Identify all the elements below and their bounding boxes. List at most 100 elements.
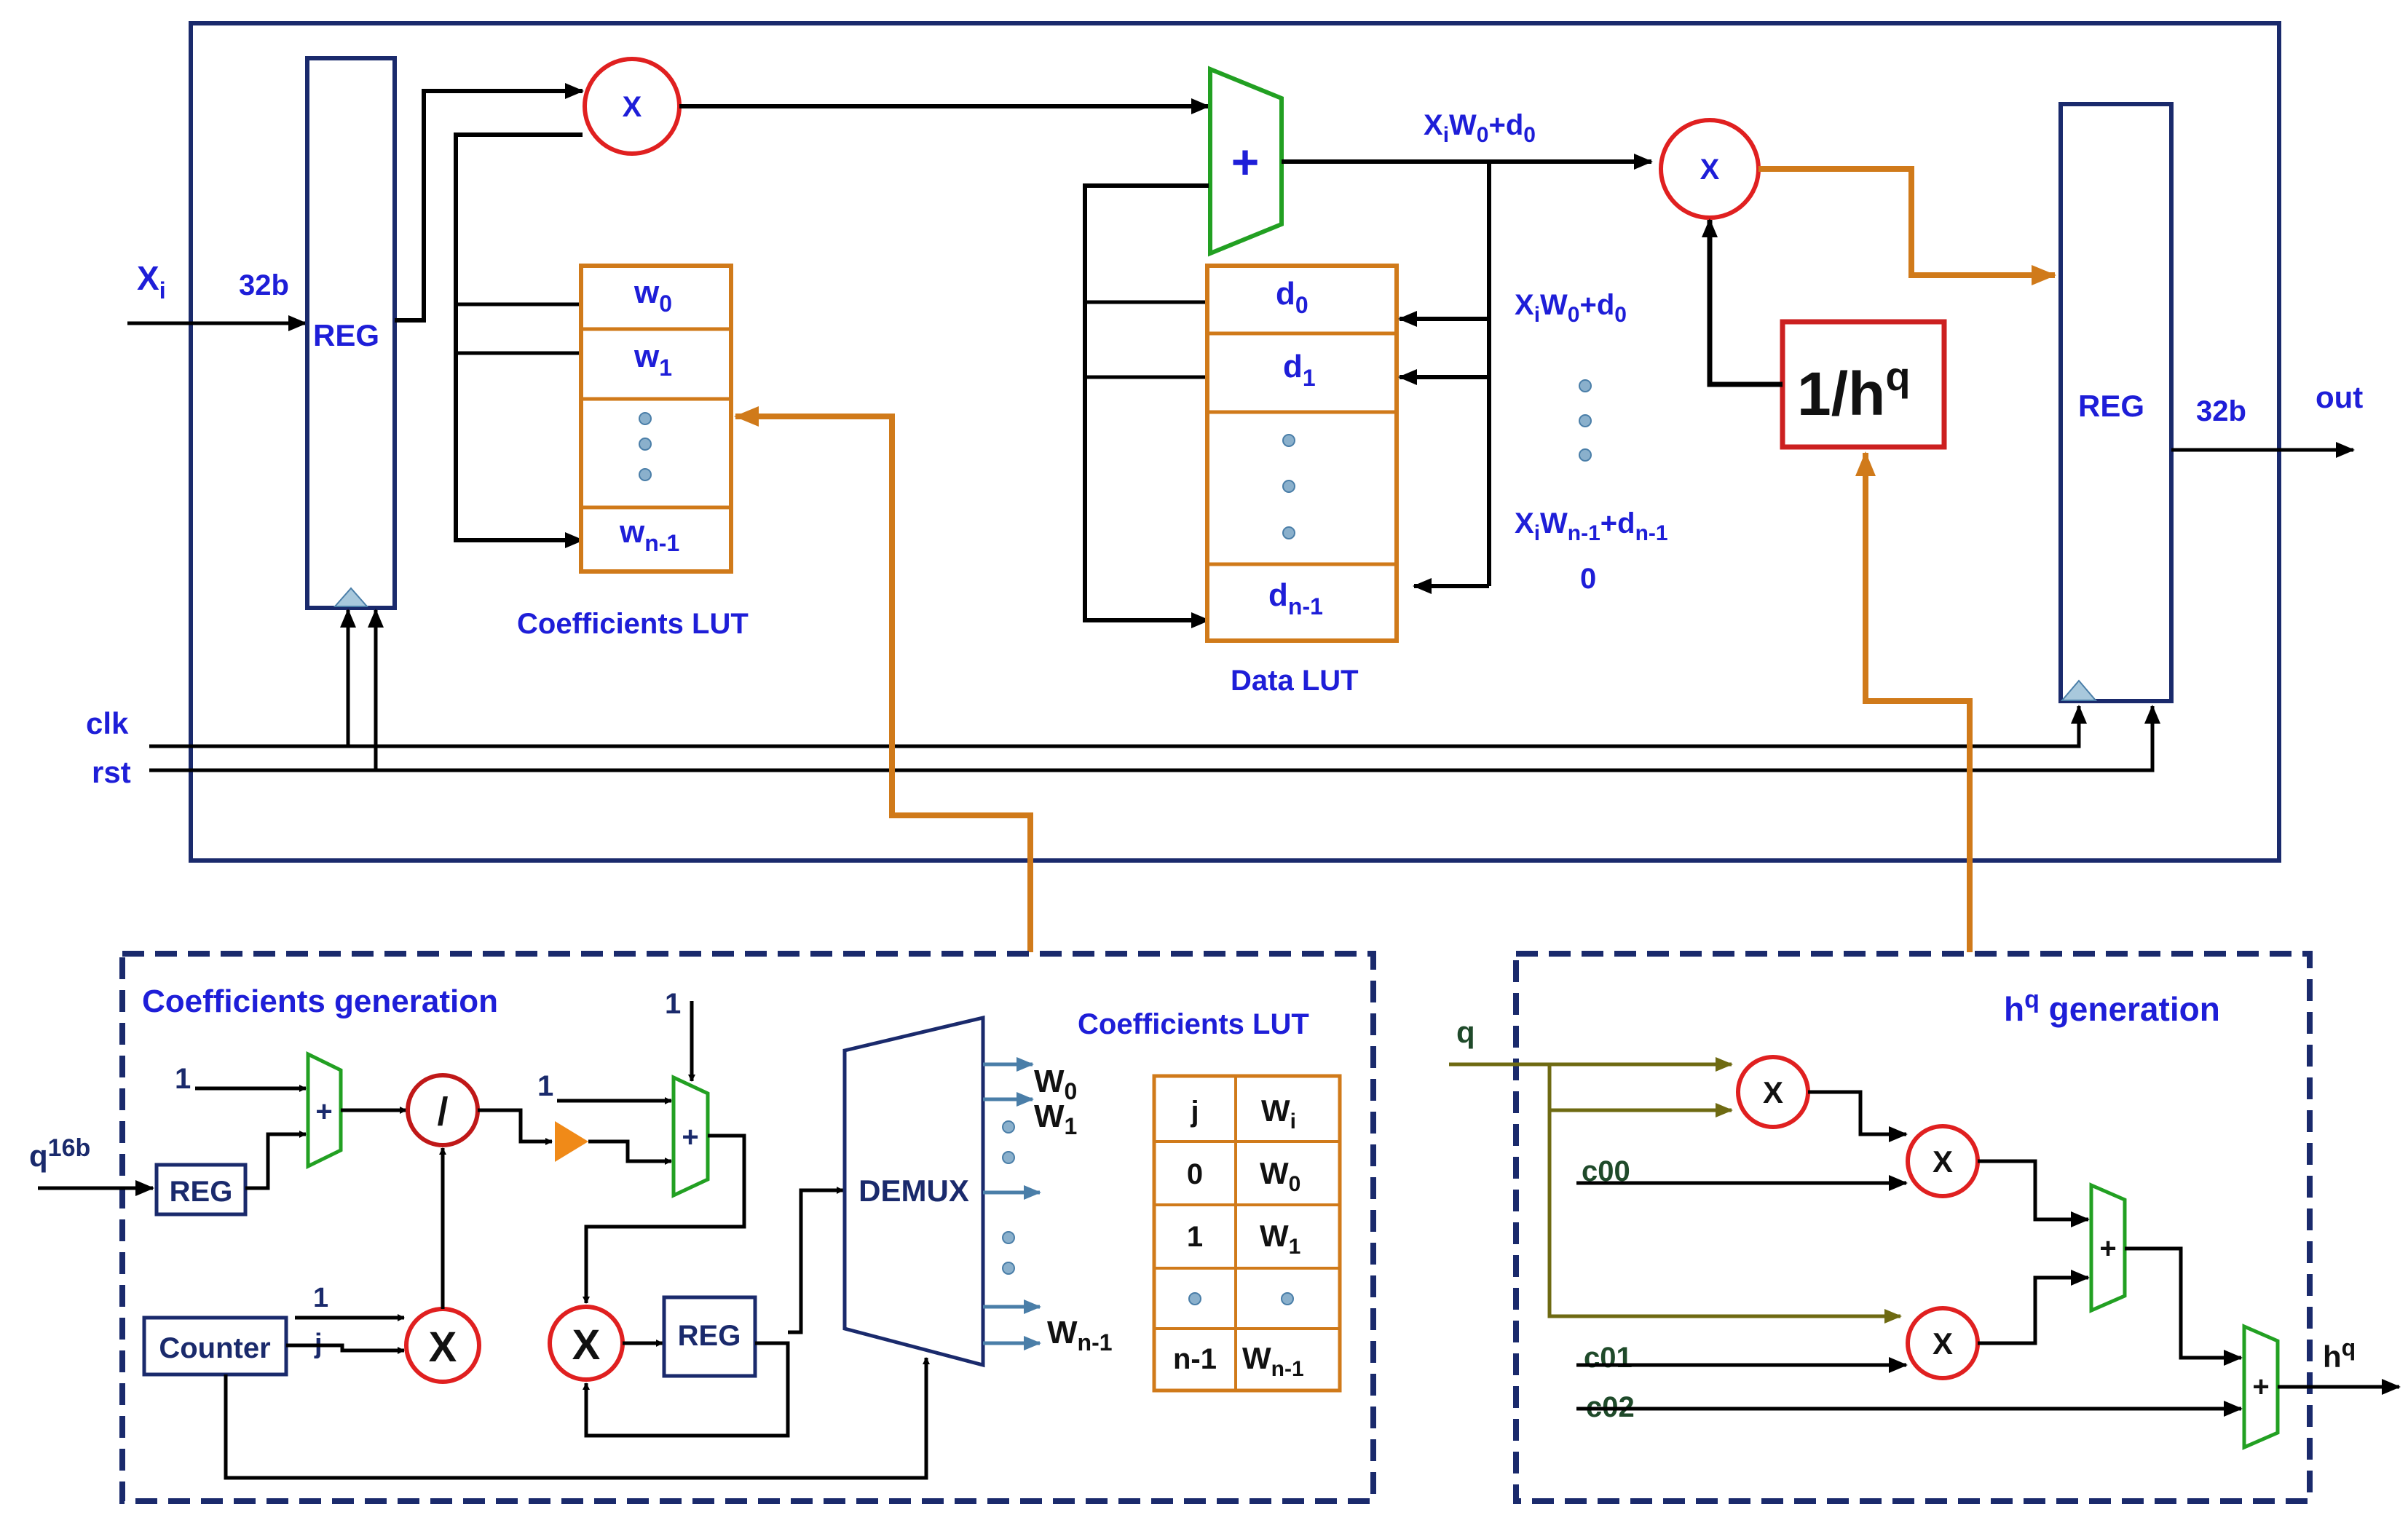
- demux-dot: [1002, 1231, 1015, 1244]
- lut-row-1-w: W1: [1260, 1219, 1300, 1259]
- coeff-lut-wn1: wn-1: [619, 514, 679, 556]
- coeff-lut-w1: w1: [633, 339, 672, 381]
- hqm2-to-adder1-wire: [1978, 1159, 2090, 1227]
- coeff-adder-2-symbol: +: [682, 1121, 698, 1153]
- lut-row-n-j: n-1: [1173, 1343, 1217, 1375]
- lut-row-1-j: 1: [1187, 1221, 1203, 1253]
- hq-mult-2-symbol: X: [1933, 1144, 1953, 1179]
- branch-dot: [1579, 414, 1592, 427]
- q-register: [154, 1163, 248, 1217]
- lut-header-w: Wi: [1261, 1093, 1296, 1134]
- demux-label: DEMUX: [858, 1174, 969, 1208]
- zero-label: 0: [1580, 563, 1596, 595]
- rst-line: [149, 705, 2160, 772]
- adder2-one-label: 1: [537, 1070, 553, 1102]
- lut-row-0-w: W0: [1260, 1156, 1300, 1196]
- coeff-mult-b-symbol: X: [572, 1321, 601, 1369]
- input-x-label: Xi: [137, 259, 166, 304]
- lut-dot: [1188, 1292, 1201, 1305]
- lut-row-n-w: Wn-1: [1242, 1341, 1304, 1381]
- shifter-to-adder2-wire: [588, 1139, 672, 1165]
- hq-q-vert: [1547, 1064, 1902, 1324]
- lut-row-0-j: 0: [1187, 1158, 1203, 1190]
- hq-mult-1-symbol: X: [1763, 1075, 1783, 1109]
- data-lut-dot: [1282, 434, 1295, 447]
- multiplier-2-symbol: X: [1700, 154, 1720, 186]
- clk-line: [149, 705, 2087, 748]
- coeff-lut-table-title: Coefficients LUT: [1078, 1008, 1309, 1040]
- mult2-to-outreg-wire: [1758, 166, 2056, 285]
- coeff-lut-caption: Coefficients LUT: [517, 608, 749, 640]
- demux-dot: [1002, 1151, 1015, 1164]
- coeff-register-label: REG: [678, 1320, 741, 1352]
- data-lut-caption: Data LUT: [1231, 665, 1359, 697]
- adder2-top-one-label: 1: [665, 988, 681, 1020]
- coefficients-lut-main: w0 w1 wn-1: [579, 264, 733, 574]
- main-datapath-frame: [189, 21, 2281, 863]
- q-register-label: REG: [170, 1176, 233, 1208]
- data-lut: d0 d1 dn-1: [1205, 264, 1399, 643]
- hqadder1-to-adder2-wire: [2125, 1246, 2243, 1366]
- inverse-hq-block: [1780, 319, 1947, 450]
- input-bits-label: 32b: [239, 269, 289, 301]
- output-bits-label: 32b: [2196, 395, 2246, 427]
- demux: [842, 1015, 985, 1368]
- demux-out-label-w0: W0: [1034, 1064, 1077, 1104]
- lut-header-j: j: [1190, 1096, 1199, 1128]
- input-register: [305, 56, 397, 610]
- data-lut-d0: d0: [1276, 276, 1308, 318]
- q-input-label: q16b: [29, 1134, 90, 1173]
- branch-label-1: XiW0+d0: [1515, 289, 1627, 327]
- hq-gen-frame: [1513, 951, 2313, 1504]
- c01-label: c01: [1584, 1342, 1633, 1374]
- lut-dot: [1281, 1292, 1294, 1305]
- coeff-register: [662, 1295, 757, 1378]
- clk-label: clk: [86, 706, 129, 740]
- hq-q-label: q: [1456, 1015, 1475, 1049]
- demux-dot: [1002, 1262, 1015, 1275]
- output-register-label: REG: [2078, 389, 2144, 423]
- hq-adder-1: [2089, 1182, 2127, 1313]
- hqm3-to-adder1-wire: [1978, 1270, 2090, 1345]
- reg-to-mult-wire: [395, 83, 584, 323]
- rst-label: rst: [92, 755, 131, 789]
- coeffgen-to-lut-wire: [734, 406, 1033, 952]
- coeff-lut-dot: [639, 468, 652, 481]
- data-lut-loop-wire: [1083, 183, 1210, 628]
- coeff-lut-w0: w0: [633, 274, 672, 317]
- branch-dot: [1579, 448, 1592, 462]
- input-register-clock-triangle: [333, 587, 369, 607]
- data-lut-d1: d1: [1283, 349, 1316, 391]
- hq-output-label: hq: [2323, 1334, 2356, 1374]
- demux-dot: [1002, 1120, 1015, 1134]
- adder2-to-mult-b-wire: [583, 1134, 746, 1304]
- output-label: out: [2316, 380, 2363, 414]
- data-lut-dot: [1282, 480, 1295, 493]
- coeff-gen-title: Coefficients generation: [142, 984, 498, 1019]
- demux-out-label-w1: W1: [1034, 1099, 1077, 1139]
- coeff-lut-dot: [639, 412, 652, 425]
- output-register: [2058, 102, 2174, 703]
- counter-label: Counter: [159, 1332, 270, 1364]
- counter-to-mult-wire: [286, 1343, 405, 1354]
- coeff-gen-frame: [119, 951, 1376, 1504]
- sum-label: XiW0+d0: [1424, 109, 1536, 147]
- hqgen-to-invh-wire: [1855, 451, 1973, 952]
- coeff-adder-1-symbol: +: [315, 1096, 332, 1128]
- coeff-lut-loop-wire: [454, 132, 584, 548]
- output-register-clock-triangle: [2060, 679, 2098, 701]
- coeff-adder-1: [306, 1051, 343, 1170]
- demux-out-label-wn1: Wn-1: [1047, 1315, 1113, 1356]
- invh-to-mult2-wire: [1702, 218, 1783, 387]
- inverse-hq-label: 1/hq: [1797, 353, 1911, 428]
- div-to-shifter-wire: [478, 1108, 553, 1145]
- coeff-lut-dot: [639, 438, 652, 451]
- coeff-adder-2: [671, 1075, 710, 1198]
- data-lut-dn1: dn-1: [1268, 577, 1323, 620]
- hq-gen-title: hq generation: [2004, 986, 2220, 1028]
- hq-mult-3-symbol: X: [1933, 1326, 1953, 1361]
- main-adder-symbol: +: [1231, 135, 1260, 189]
- const-one-label: 1: [175, 1063, 191, 1095]
- multiplier-1-symbol: X: [623, 91, 642, 123]
